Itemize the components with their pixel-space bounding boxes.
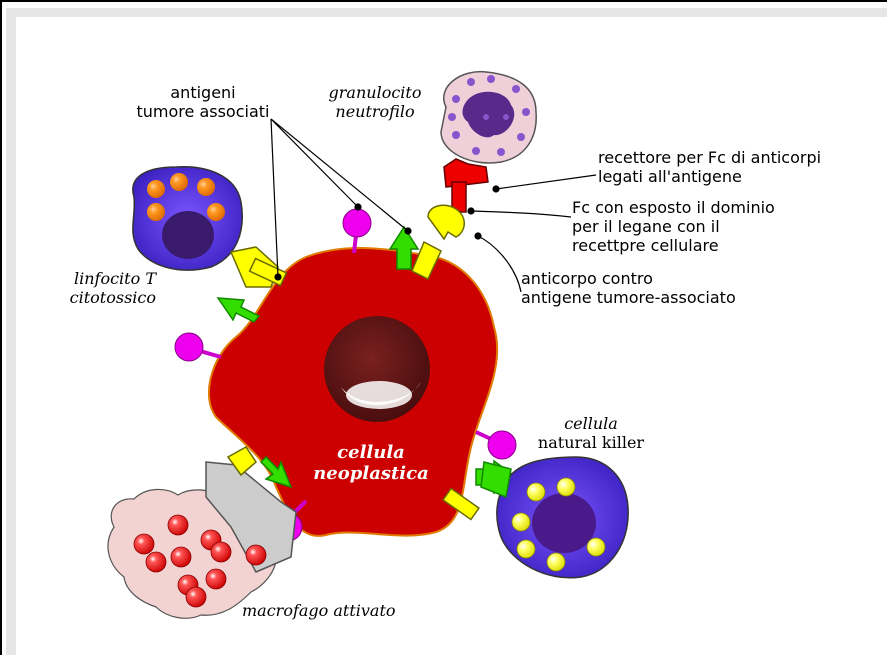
label-neoplastic-cell: cellula neoplastica <box>301 442 441 484</box>
nk-cell <box>497 457 628 578</box>
label-granulocyte: granulocito neutrofilo <box>310 83 440 121</box>
label-neoplastic-cell-line2: neoplastica <box>301 463 441 484</box>
label-antibody: anticorpo contro antigene tumore-associa… <box>521 269 736 307</box>
label-granulocyte-line1: granulocito <box>310 83 440 102</box>
label-t-lymphocyte-line2: citotossico <box>36 288 156 307</box>
label-neoplastic-cell-line1: cellula <box>301 442 441 463</box>
label-fc-receptor-line2: legati all'antigene <box>598 167 821 186</box>
macrophage <box>108 462 296 618</box>
label-fc-exposed-line2: per il legane con il <box>572 217 775 236</box>
label-granulocyte-line2: neutrofilo <box>310 102 440 121</box>
label-tumor-antigens-line2: tumore associati <box>118 102 288 121</box>
label-antibody-line2: antigene tumore-associato <box>521 288 736 307</box>
label-fc-receptor-line1: recettore per Fc di anticorpi <box>598 148 821 167</box>
figure-canvas: antigeni tumore associati granulocito ne… <box>6 8 887 655</box>
label-t-lymphocyte: linfocito T citotossico <box>36 269 156 307</box>
label-antibody-line1: anticorpo contro <box>521 269 736 288</box>
label-macrophage: macrofago attivato <box>242 601 396 620</box>
neutrophil <box>441 72 536 212</box>
label-nk-cell-line2: natural killer <box>526 433 656 452</box>
label-tumor-antigens-line1: antigeni <box>118 83 288 102</box>
label-t-lymphocyte-line1: linfocito T <box>36 269 156 288</box>
label-fc-exposed-line1: Fc con esposto il dominio <box>572 198 775 217</box>
label-fc-receptor: recettore per Fc di anticorpi legati all… <box>598 148 821 186</box>
label-tumor-antigens: antigeni tumore associati <box>118 83 288 121</box>
label-nk-cell-line1: cellula <box>526 414 656 433</box>
t-lymphocyte <box>133 167 242 270</box>
label-fc-exposed-line3: recettpre cellulare <box>572 236 775 255</box>
label-fc-exposed: Fc con esposto il dominio per il legane … <box>572 198 775 255</box>
label-nk-cell: cellula natural killer <box>526 414 656 452</box>
